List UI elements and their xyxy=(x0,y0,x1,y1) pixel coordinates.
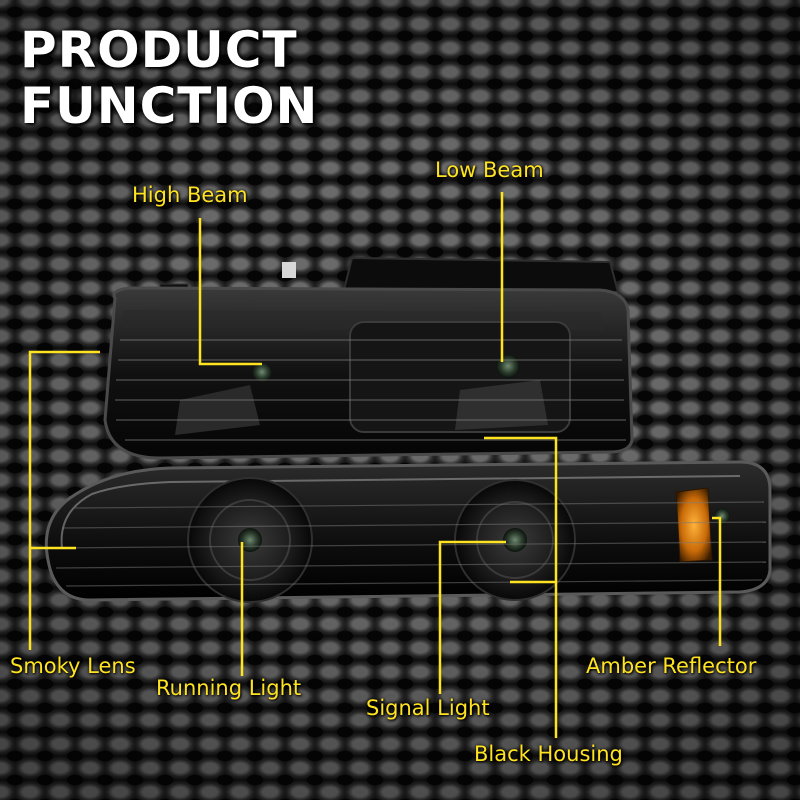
callout-line-amber-reflector xyxy=(712,516,722,646)
label-amber-reflector: Amber Reflector xyxy=(586,654,757,678)
callout-line-black-housing xyxy=(484,436,558,738)
label-black-housing: Black Housing xyxy=(474,742,623,766)
label-low-beam: Low Beam xyxy=(435,158,544,182)
callout-line-signal-light xyxy=(438,540,506,694)
headlamp-unit xyxy=(103,286,634,460)
callout-line-high-beam xyxy=(198,218,262,366)
label-smoky-lens: Smoky Lens xyxy=(10,654,136,678)
label-signal-light: Signal Light xyxy=(366,696,490,720)
callout-line-smoky-lens xyxy=(28,350,100,650)
callout-lines xyxy=(28,192,722,738)
label-running-light: Running Light xyxy=(156,676,302,700)
label-high-beam: High Beam xyxy=(132,183,248,207)
title-line-2: FUNCTION xyxy=(20,77,319,135)
page-title: PRODUCT FUNCTION xyxy=(20,22,318,134)
title-line-1: PRODUCT xyxy=(20,21,298,79)
bumper-lamp-unit xyxy=(44,460,772,603)
